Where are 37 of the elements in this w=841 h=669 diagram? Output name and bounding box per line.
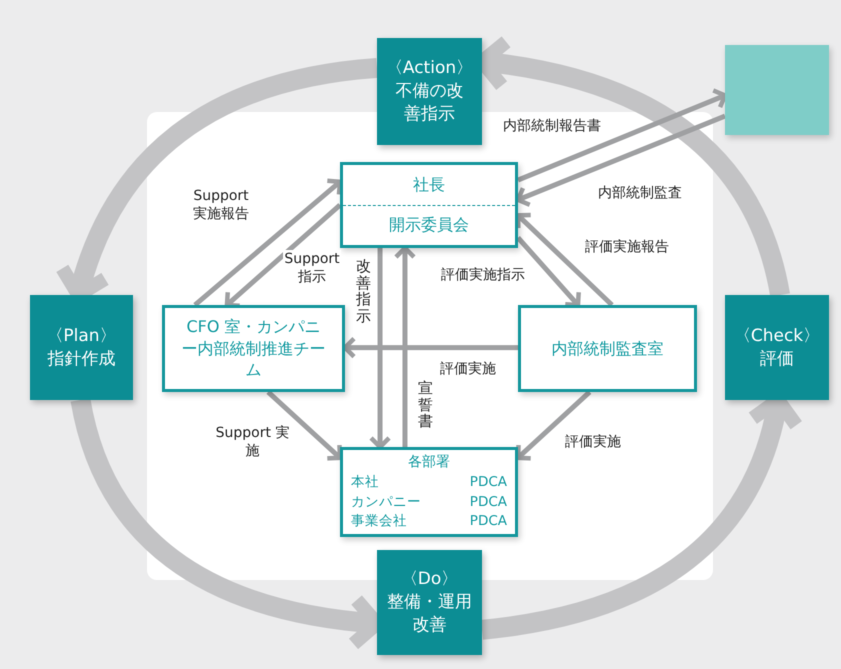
arrow: [193, 178, 342, 307]
organization-box: [725, 45, 829, 135]
phase-box: [725, 295, 829, 400]
box-text: 内部統制監査室: [552, 338, 664, 360]
box-text: 評価: [760, 348, 794, 370]
arrow: [516, 236, 581, 308]
process-box: [518, 305, 697, 392]
process-box: [340, 162, 518, 248]
department-name: 本社: [351, 473, 380, 492]
cycle-label: PDCA: [468, 512, 507, 532]
box-text: 不備の改善指示: [394, 80, 464, 126]
box-text: CFO 室・カンパニー内部統制推進チーム: [180, 316, 326, 381]
department-name: カンパニー: [351, 492, 422, 512]
box-text: 整備・運用改善: [386, 591, 473, 637]
phase-heading: 〈Do〉: [400, 568, 458, 592]
arrow: [517, 88, 728, 182]
process-box: [340, 447, 518, 537]
arrow: [516, 390, 592, 461]
phase-heading: 〈Check〉: [734, 324, 820, 348]
phase-box: [377, 550, 482, 655]
department-heading: 各部署: [408, 453, 450, 472]
edge-label: 改善指示: [356, 258, 371, 324]
phase-heading: 〈Action〉: [386, 57, 474, 80]
box-text: 指針作成: [48, 348, 116, 370]
cycle-label: PDCA: [468, 492, 507, 512]
department-name: 事業会社: [351, 512, 408, 532]
arrow: [368, 248, 392, 450]
phase-box: [30, 295, 133, 400]
committee-name: 開示委員会: [389, 214, 469, 236]
process-box: [162, 305, 345, 392]
role-name: 社長: [413, 174, 445, 196]
cycle-label: PDCA: [468, 473, 507, 492]
arrow: [394, 246, 416, 447]
arrow: [266, 390, 342, 461]
edge-label: 宣誓書: [418, 380, 433, 430]
phase-box: [377, 38, 482, 145]
phase-heading: 〈Plan〉: [46, 324, 117, 348]
